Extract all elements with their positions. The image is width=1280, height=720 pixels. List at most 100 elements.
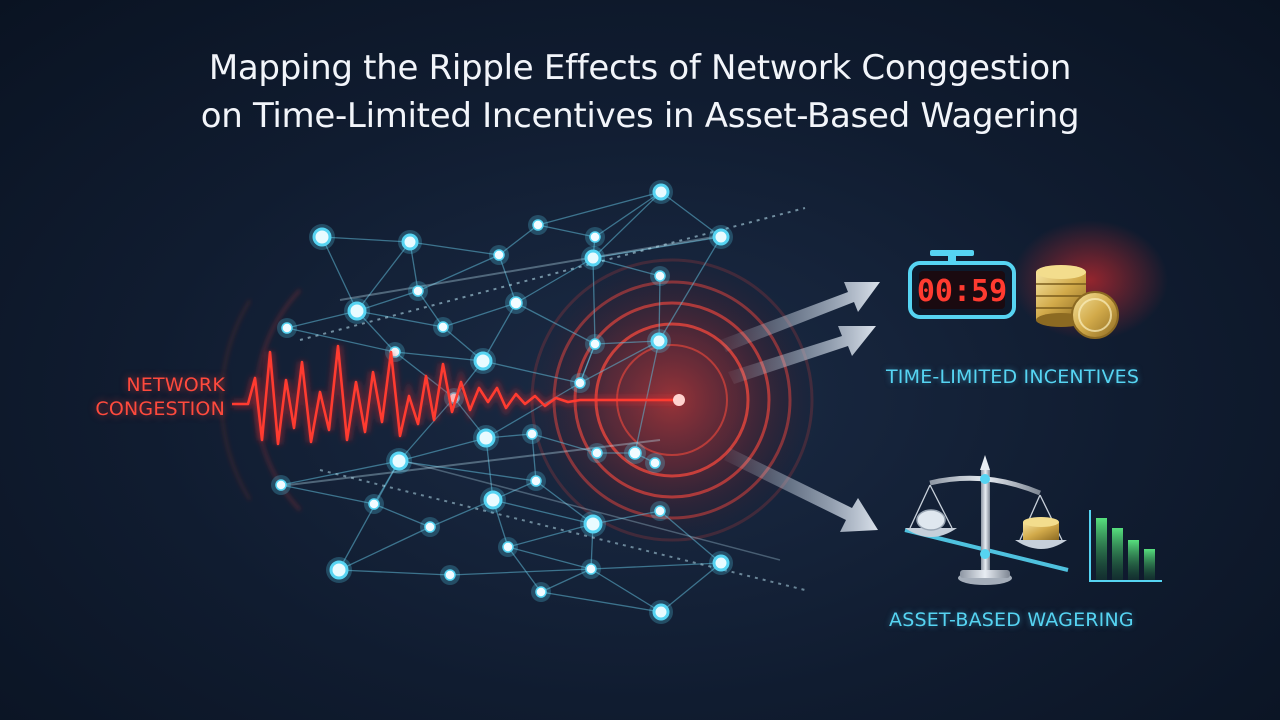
network-edge [356,290,419,312]
network-node [489,245,509,265]
network-edge [498,254,517,304]
congestion-label-line-2: CONGESTION [95,398,225,420]
network-edge [537,191,662,226]
network-edge [398,397,455,462]
network-edge [498,224,539,256]
network-edge [286,327,396,353]
network-edge [356,310,444,328]
network-edge [429,499,494,528]
network-edge [590,568,662,613]
title-line-1: Mapping the Ripple Effects of Network Co… [208,48,1072,88]
page-title: Mapping the Ripple Effects of Network Co… [0,44,1280,140]
network-edge [373,503,431,528]
network-edge [540,568,592,593]
network-edge [535,480,594,525]
network-edge [507,546,592,570]
congestion-waveform [232,344,679,446]
network-edge [507,546,542,593]
arrow-to-incentives-upper [720,282,880,352]
network-edge [398,437,487,462]
asset-based-wagering-label: ASSET-BASED WAGERING [889,609,1134,631]
network-edge [398,460,537,482]
congestion-ripple-rings [530,258,814,542]
network-node [531,582,551,602]
network-node [440,565,460,585]
network-node [271,475,291,495]
network-edge [507,523,594,548]
network-edge [492,499,594,525]
bar-chart-icon-bar [1096,518,1107,580]
ripple-arrows [720,282,880,532]
network-node [581,559,601,579]
network-node [398,230,422,254]
network-node [420,517,440,537]
network-node [344,298,370,324]
network-node [624,442,646,464]
network-edge [537,224,596,238]
network-congestion-label: NETWORK CONGESTION [70,373,225,421]
network-node [650,266,670,286]
bar-chart-icon-bar [1128,540,1139,580]
network-edge [449,568,592,576]
network-edge [280,460,400,486]
title-line-2: on Time-Limited Incentives in Asset-Base… [200,96,1080,136]
network-edge [286,310,358,329]
coin-stack-icon [1036,265,1119,339]
network-node [709,225,733,249]
network-node [386,448,412,474]
arrow-to-wagering [724,448,878,532]
network-edge [515,302,596,345]
network-edge [531,433,537,482]
network-node [408,281,428,301]
arrow-to-incentives-lower [728,326,876,384]
network-edge [485,382,581,439]
network-nodes [271,180,733,624]
network-edge [592,191,662,259]
network-edge [579,340,660,384]
network-node [650,501,670,521]
network-node [528,215,548,235]
network-node [522,424,542,444]
network-edge [594,191,662,238]
network-edge [590,562,722,570]
network-edge [280,484,375,505]
network-node [364,494,384,514]
network-node [505,292,527,314]
network-edge [482,302,517,362]
network-edge [658,236,722,342]
network-edge [540,591,662,613]
network-node [645,453,665,473]
network-edge [531,433,598,454]
bar-chart-icon-bar [1112,528,1123,580]
time-limited-incentives-label: TIME-LIMITED INCENTIVES [886,366,1140,388]
network-edge [356,241,411,312]
network-edge [417,290,444,328]
network-edge [515,257,594,304]
network-edge [660,562,722,613]
network-edge [658,275,661,342]
network-edge [394,351,484,362]
network-node [433,317,453,337]
network-edge [321,236,411,243]
network-edge [592,510,661,525]
network-edge [659,510,722,564]
network-node [581,246,605,270]
bar-chart-icon-bar [1144,549,1155,580]
stopwatch-icon [908,250,1016,319]
network-edge [660,191,722,238]
network-node [649,600,673,624]
bar-chart-icon [1089,510,1162,582]
network-node [570,373,590,393]
network-edge [482,360,581,384]
network-node [585,227,605,247]
network-edge [579,343,596,384]
network-edge [592,257,596,345]
network-edge [485,437,494,501]
network-edge [409,241,500,256]
network-node [587,443,607,463]
network-edge [338,569,451,576]
congestion-source-node [673,394,685,406]
network-node [309,224,335,250]
network-node [649,180,673,204]
